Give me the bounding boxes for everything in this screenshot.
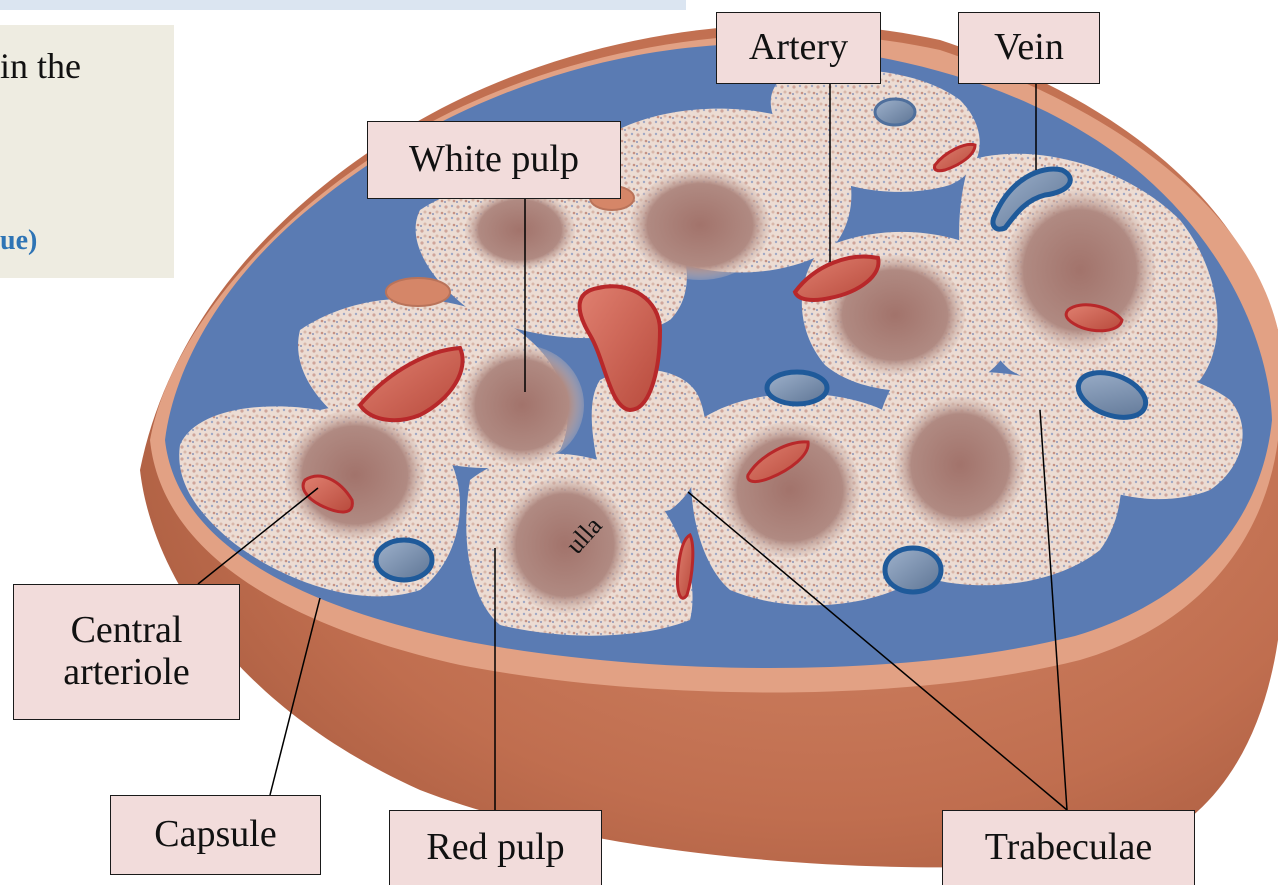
capsule-label: Capsule [110,795,321,875]
trabeculae-label: Trabeculae [942,810,1195,885]
central-arteriole-label: Central arteriole [13,584,240,720]
white-pulp-label: White pulp [367,121,621,199]
red-pulp-label: Red pulp [389,810,602,885]
artery-label: Artery [716,12,881,84]
vein-label: Vein [958,12,1100,84]
